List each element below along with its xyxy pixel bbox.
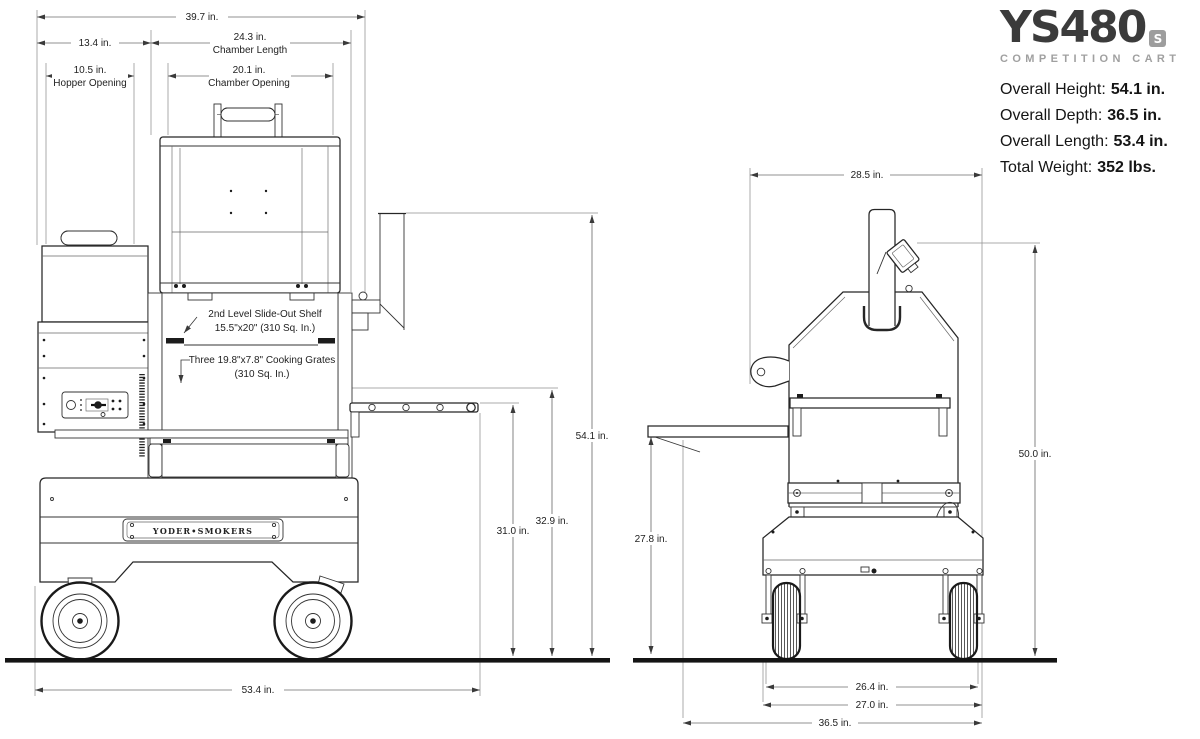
chimney-stack: [862, 208, 920, 332]
chimney-damper: [886, 239, 920, 274]
cart-base-rear: [762, 516, 984, 576]
spec-label: Total Weight:: [1000, 159, 1093, 176]
dim-hopper-opening-caption: Hopper Opening: [53, 78, 126, 89]
spec-total-weight: Total Weight:352 lbs.: [1000, 159, 1196, 177]
wheel-right: [938, 567, 985, 661]
dim-overall-depth: 36.5 in.: [819, 718, 852, 729]
vent-knob: [905, 284, 913, 293]
controller-panel: [61, 391, 129, 419]
rear-view: 28.5 in. 50.0 in. 27.8 in. 26.4 in. 27.0…: [631, 168, 1057, 729]
side-view-dimension-labels: 39.7 in. 13.4 in. 24.3 in. Chamber Lengt…: [52, 11, 611, 696]
rear-chamber: [647, 284, 959, 508]
ground-line-rear: [633, 658, 1057, 663]
dim-top-width: 28.5 in.: [851, 170, 884, 181]
spec-value: 53.4 in.: [1113, 133, 1168, 150]
nameplate: YODER•SMOKERS: [122, 518, 284, 542]
dim-base-length: 53.4 in.: [242, 685, 275, 696]
caster-rear: [273, 575, 353, 661]
brand-block: YS480 S COMPETITION CART Overall Height:…: [1000, 6, 1196, 177]
dim-track-outer: 27.0 in.: [856, 700, 889, 711]
chamber-lid: [159, 103, 341, 294]
chimney-collar: [862, 306, 902, 332]
spec-value: 352 lbs.: [1097, 159, 1156, 176]
tire-right: [948, 581, 979, 661]
ground-line-side: [5, 658, 610, 663]
dim-overall-height: 54.1 in.: [576, 431, 609, 442]
note-shelf-line1: 2nd Level Slide-Out Shelf: [208, 309, 322, 320]
logo: YS480 S: [1000, 6, 1196, 50]
dim-chimney-height: 50.0 in.: [1019, 449, 1052, 460]
dim-hopper-opening-value: 10.5 in.: [74, 65, 107, 76]
side-shelf: [349, 402, 479, 438]
dim-track-inner: 26.4 in.: [856, 682, 889, 693]
spec-value: 36.5 in.: [1107, 107, 1162, 124]
wheel-left: [761, 567, 808, 661]
controller-knob: [66, 400, 76, 410]
lift-handle: [750, 356, 790, 388]
annotation-leaders: [178, 316, 198, 383]
hopper-lid: [41, 230, 149, 323]
cart-side: YODER•SMOKERS: [39, 429, 359, 583]
spec-overall-height: Overall Height:54.1 in.: [1000, 81, 1196, 99]
lid-handle: [213, 103, 283, 138]
shelf-bracket-left: [166, 338, 184, 344]
spec-label: Overall Length:: [1000, 133, 1109, 150]
tire-left: [771, 581, 802, 661]
note-grates-line2: (310 Sq. In.): [234, 369, 289, 380]
dim-door-height: 32.9 in.: [536, 516, 569, 527]
dim-rear-shelf-height: 27.8 in.: [635, 534, 668, 545]
logo-tagline: COMPETITION CART: [1000, 53, 1181, 65]
dim-chamber-opening-caption: Chamber Opening: [208, 78, 290, 89]
chimney-side: [351, 212, 406, 331]
spec-label: Overall Depth:: [1000, 107, 1103, 124]
dim-chamber-length-caption: Chamber Length: [213, 45, 288, 56]
spec-value: 54.1 in.: [1110, 81, 1166, 98]
spec-overall-length: Overall Length:53.4 in.: [1000, 133, 1196, 151]
note-shelf-line2: 15.5"x20" (310 Sq. In.): [215, 323, 316, 334]
shelf-bracket-right: [318, 338, 335, 344]
side-view-extension-lines: [34, 10, 598, 696]
rear-view-extension-lines: [682, 168, 1040, 718]
dim-overall-length: 39.7 in.: [186, 12, 219, 23]
controller-display: [85, 398, 109, 412]
spec-overall-depth: Overall Depth:36.5 in.: [1000, 107, 1196, 125]
note-grates-line1: Three 19.8"x7.8" Cooking Grates: [189, 355, 336, 366]
dim-chamber-length-value: 24.3 in.: [234, 32, 267, 43]
logo-badge: S: [1149, 30, 1167, 47]
spec-label: Overall Height:: [1000, 81, 1106, 98]
spec-list: Overall Height:54.1 in. Overall Depth:36…: [1000, 81, 1196, 177]
dim-shelf-height: 31.0 in.: [497, 526, 530, 537]
caster-front: [40, 577, 120, 661]
latch: [860, 566, 870, 573]
rear-shelf: [647, 425, 789, 453]
nameplate-text: YODER•SMOKERS: [152, 526, 253, 536]
heat-shield: [789, 394, 951, 437]
rear-view-dimension-labels: 28.5 in. 50.0 in. 27.8 in. 26.4 in. 27.0…: [631, 169, 1056, 729]
dim-chamber-opening-value: 20.1 in.: [233, 65, 266, 76]
dim-hopper-width: 13.4 in.: [79, 38, 112, 49]
slide-out-drawer: [161, 443, 337, 478]
logo-model: YS480: [1000, 2, 1147, 53]
side-view: YODER•SMOKERS 39.7: [5, 10, 611, 696]
